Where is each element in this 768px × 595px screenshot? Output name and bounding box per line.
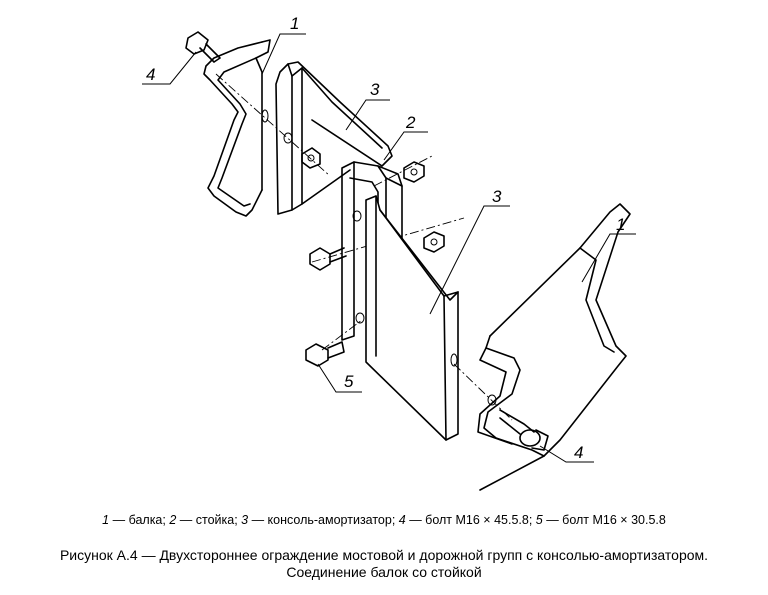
caption-line-2: Соединение балок со стойкой bbox=[286, 564, 482, 580]
callout-beam-bottom: 1 bbox=[581, 215, 636, 283]
hole-6 bbox=[487, 394, 497, 406]
svg-text:4: 4 bbox=[146, 65, 155, 84]
callout-bolt-small: 5 bbox=[317, 363, 362, 393]
console-lower bbox=[365, 195, 459, 441]
console-upper bbox=[275, 61, 393, 215]
beam-lower bbox=[477, 203, 631, 491]
callout-console-top: 3 bbox=[345, 80, 390, 131]
callout-console-bottom: 3 bbox=[429, 187, 510, 315]
nut-middle bbox=[423, 231, 445, 253]
bolt-middle-left bbox=[309, 247, 347, 271]
hole-3 bbox=[352, 210, 362, 222]
legend-item-bolt-45: 4 — болт М16 × 45.5.8; bbox=[398, 513, 536, 527]
legend: 1 — балка; 2 — стойка; 3 — консоль-аморт… bbox=[0, 513, 768, 527]
hole-5 bbox=[450, 353, 458, 367]
nut-right bbox=[403, 161, 425, 183]
callout-post: 2 bbox=[383, 113, 428, 161]
nut-upper bbox=[301, 147, 321, 169]
caption-line-1: Рисунок А.4 — Двухстороннее ограждение м… bbox=[59, 547, 709, 563]
bolt-upper bbox=[185, 31, 221, 63]
svg-text:3: 3 bbox=[370, 80, 380, 99]
hole-4 bbox=[355, 312, 365, 324]
figure-caption: Рисунок А.4 — Двухстороннее ограждение м… bbox=[0, 547, 768, 581]
svg-text:5: 5 bbox=[344, 372, 354, 391]
legend-item-console: 3 — консоль-амортизатор; bbox=[241, 513, 399, 527]
axis-right bbox=[373, 155, 433, 187]
axis-middle bbox=[311, 217, 465, 263]
beam-upper bbox=[203, 39, 271, 217]
axis-lower bbox=[453, 363, 513, 421]
bolt-small bbox=[305, 341, 345, 367]
svg-text:1: 1 bbox=[290, 14, 299, 33]
callout-bolt-bottom: 4 bbox=[539, 443, 594, 463]
axis-small bbox=[321, 319, 363, 351]
svg-text:2: 2 bbox=[405, 113, 416, 132]
hole-1 bbox=[261, 109, 269, 123]
hole-2 bbox=[283, 132, 293, 144]
assembly-drawing: 1 4 3 2 3 1 5 4 bbox=[142, 14, 636, 491]
legend-item-beam: 1 — балка; bbox=[102, 513, 170, 527]
svg-text:4: 4 bbox=[574, 443, 583, 462]
axis-upper bbox=[215, 73, 331, 177]
svg-text:3: 3 bbox=[492, 187, 502, 206]
callout-beam-top: 1 bbox=[261, 14, 306, 75]
bolt-lower bbox=[499, 409, 549, 451]
svg-text:1: 1 bbox=[616, 215, 625, 234]
legend-item-bolt-30: 5 — болт М16 × 30.5.8 bbox=[535, 513, 666, 527]
callout-bolt-top: 4 bbox=[142, 51, 197, 85]
legend-item-post: 2 — стойка; bbox=[169, 513, 242, 527]
